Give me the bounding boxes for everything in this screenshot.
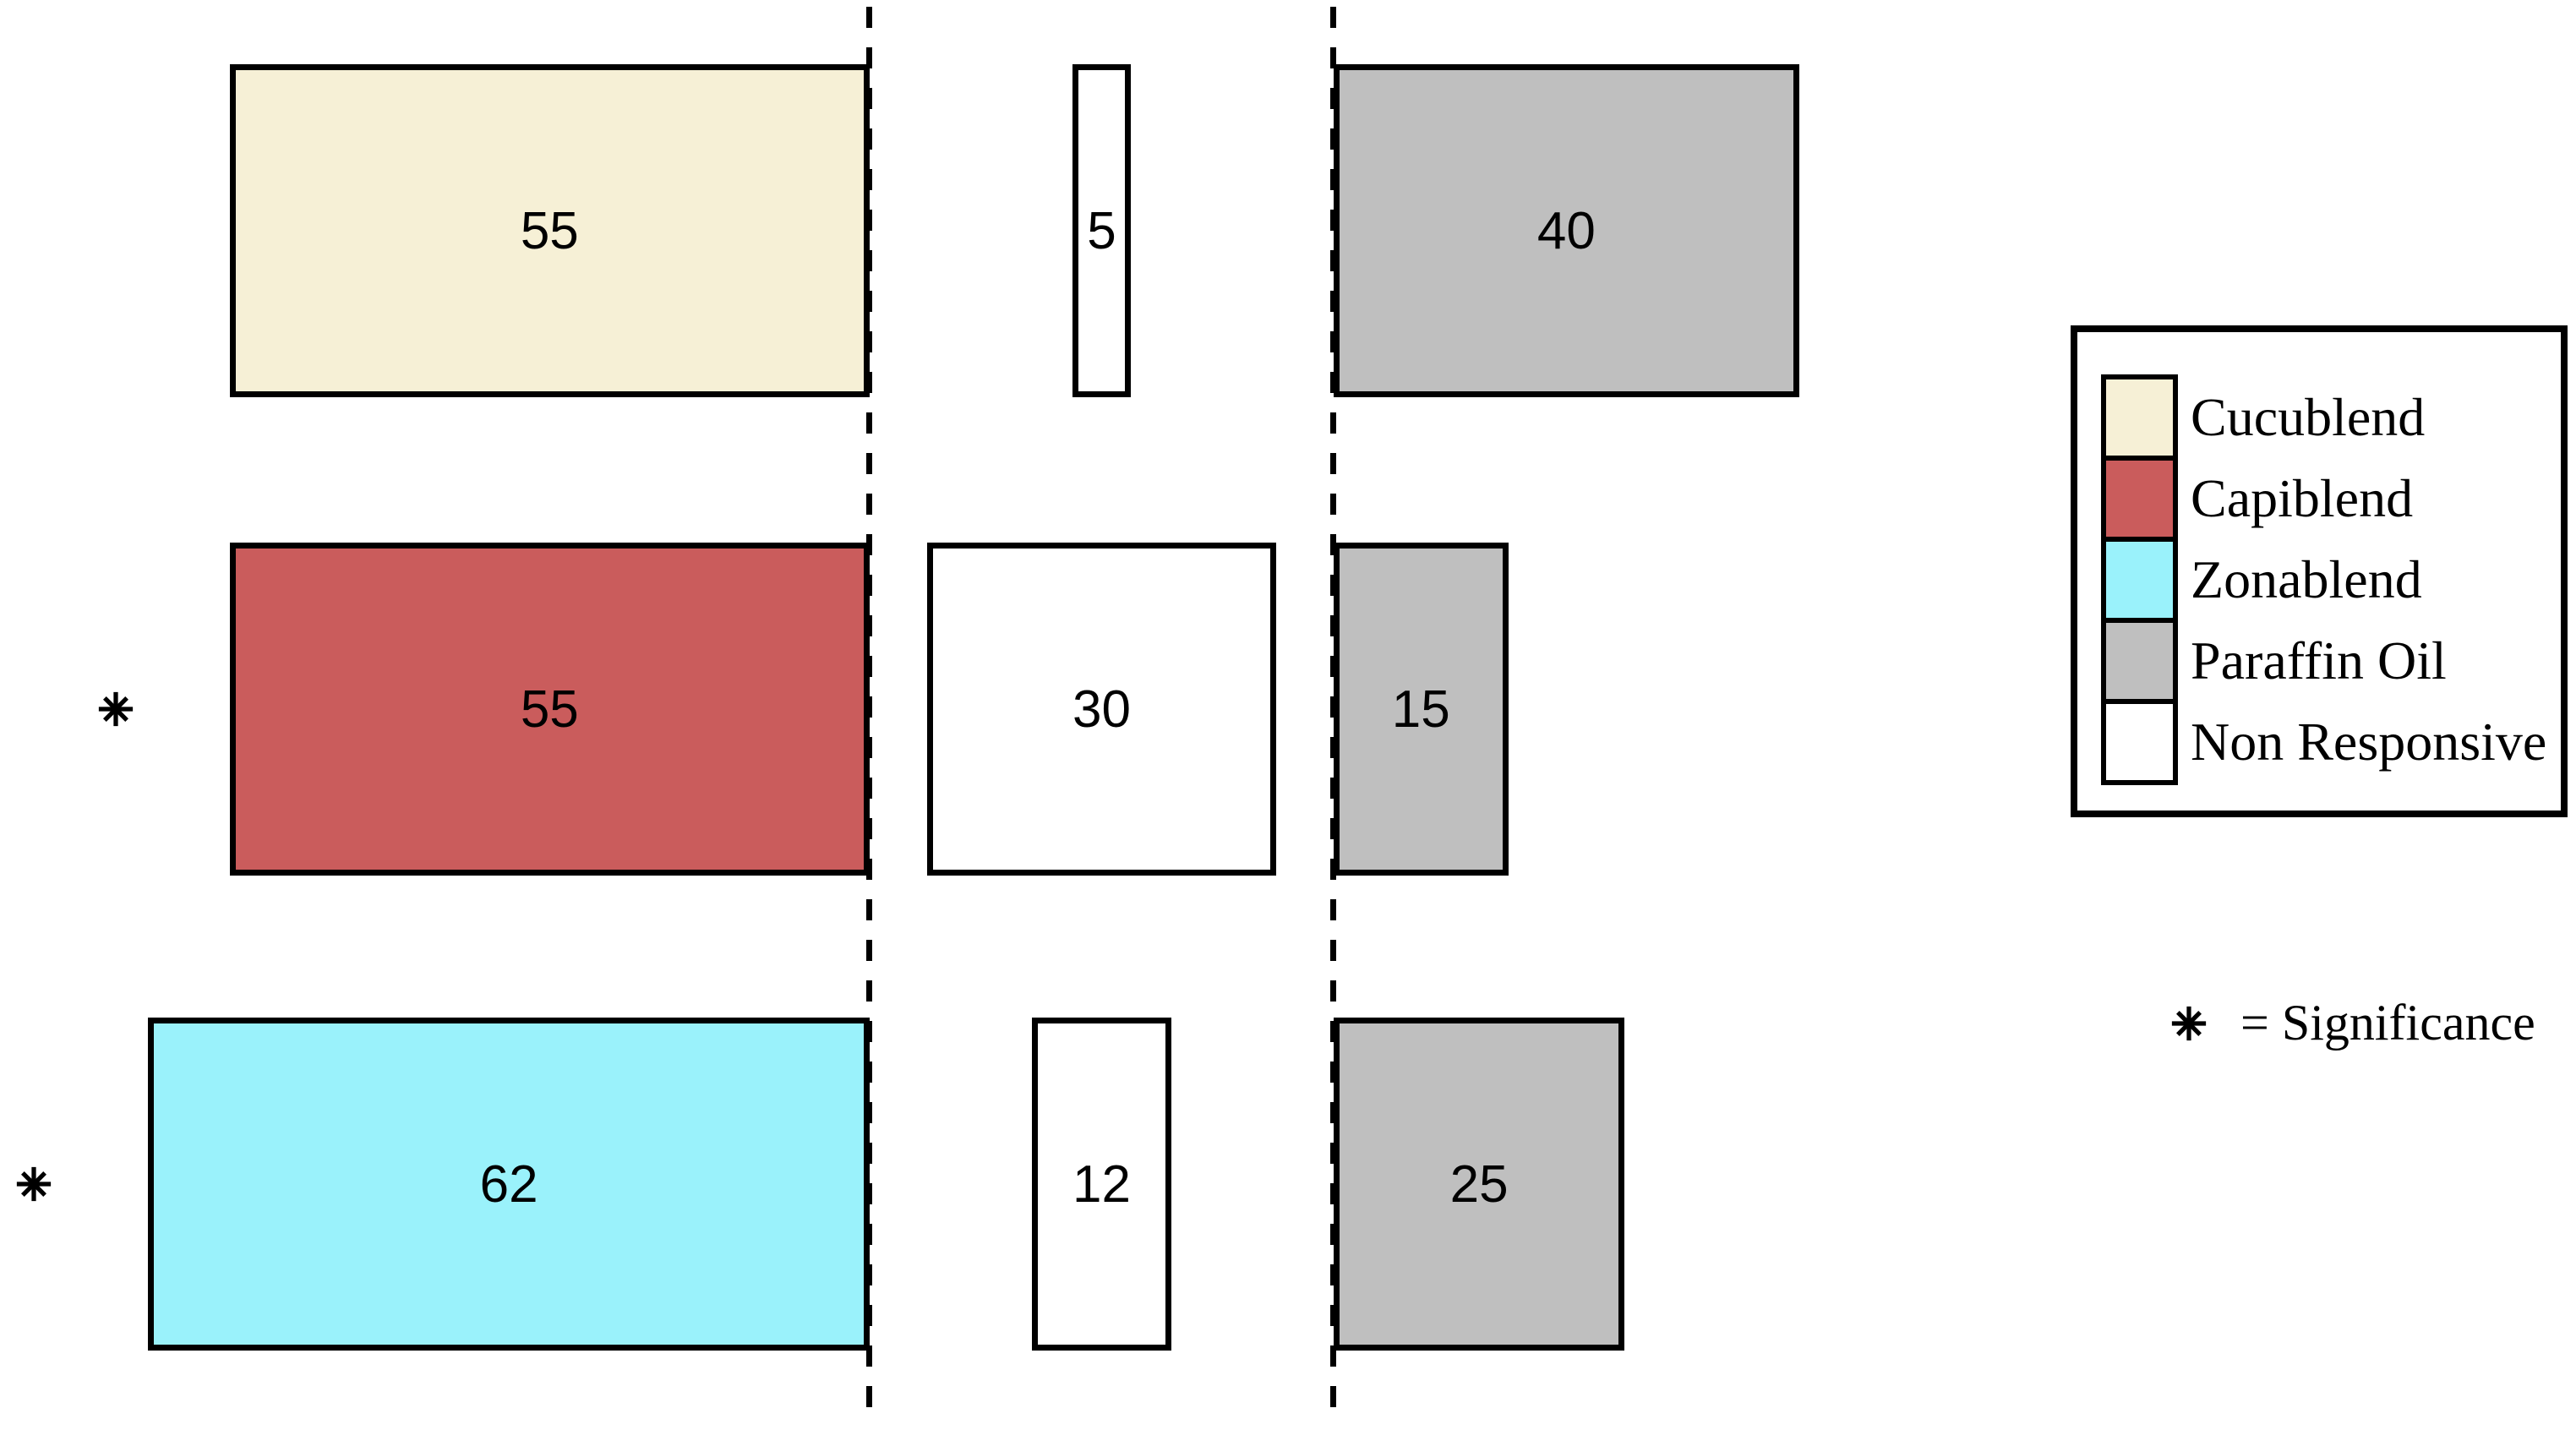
legend-item-paraffin_oil: Paraffin Oil bbox=[2101, 618, 2447, 704]
bar-non-responsive-row1: 5 bbox=[1072, 64, 1131, 397]
legend-item-non_responsive: Non Responsive bbox=[2101, 699, 2546, 785]
bar-paraffin-oil-row1: 40 bbox=[1334, 64, 1799, 397]
legend-label: Paraffin Oil bbox=[2191, 630, 2447, 690]
legend-swatch-cucublend bbox=[2101, 374, 2178, 461]
value-label: 12 bbox=[1072, 1154, 1131, 1214]
value-label: 5 bbox=[1087, 201, 1116, 260]
significance-asterisk-icon bbox=[16, 1166, 52, 1206]
legend-label: Cucublend bbox=[2191, 387, 2426, 447]
value-label: 62 bbox=[479, 1154, 538, 1214]
significance-asterisk-icon bbox=[2171, 1006, 2207, 1041]
legend-swatch-capiblend bbox=[2101, 456, 2178, 542]
value-label: 25 bbox=[1449, 1154, 1509, 1214]
bar-paraffin-oil-row3: 25 bbox=[1334, 1018, 1625, 1351]
bar-non-responsive-row3: 12 bbox=[1031, 1018, 1172, 1351]
legend-swatch-paraffin_oil bbox=[2101, 618, 2178, 704]
dashed-divider-left bbox=[866, 7, 872, 1425]
legend-swatch-zonablend bbox=[2101, 537, 2178, 623]
legend-label: Capiblend bbox=[2191, 468, 2414, 528]
significance-text: = Significance bbox=[2240, 995, 2535, 1051]
legend-label: Zonablend bbox=[2191, 549, 2422, 609]
significance-note: = Significance bbox=[2171, 994, 2535, 1052]
legend-item-cucublend: Cucublend bbox=[2101, 374, 2425, 461]
bar-capiblend: 55 bbox=[229, 543, 870, 876]
value-label: 55 bbox=[520, 680, 579, 739]
significance-asterisk-icon bbox=[98, 691, 134, 731]
legend-swatch-non_responsive bbox=[2101, 699, 2178, 785]
dashed-divider-right bbox=[1330, 7, 1336, 1425]
bar-zonablend: 62 bbox=[148, 1018, 870, 1351]
legend-item-zonablend: Zonablend bbox=[2101, 537, 2422, 623]
legend-item-capiblend: Capiblend bbox=[2101, 456, 2413, 542]
value-label: 15 bbox=[1391, 680, 1450, 739]
value-label: 55 bbox=[520, 201, 579, 260]
value-label: 30 bbox=[1072, 680, 1131, 739]
bar-cucublend: 55 bbox=[229, 64, 870, 397]
bar-paraffin-oil-row2: 15 bbox=[1334, 543, 1509, 876]
legend-label: Non Responsive bbox=[2191, 712, 2547, 772]
value-label: 40 bbox=[1536, 201, 1596, 260]
bar-non-responsive-row2: 30 bbox=[926, 543, 1277, 876]
